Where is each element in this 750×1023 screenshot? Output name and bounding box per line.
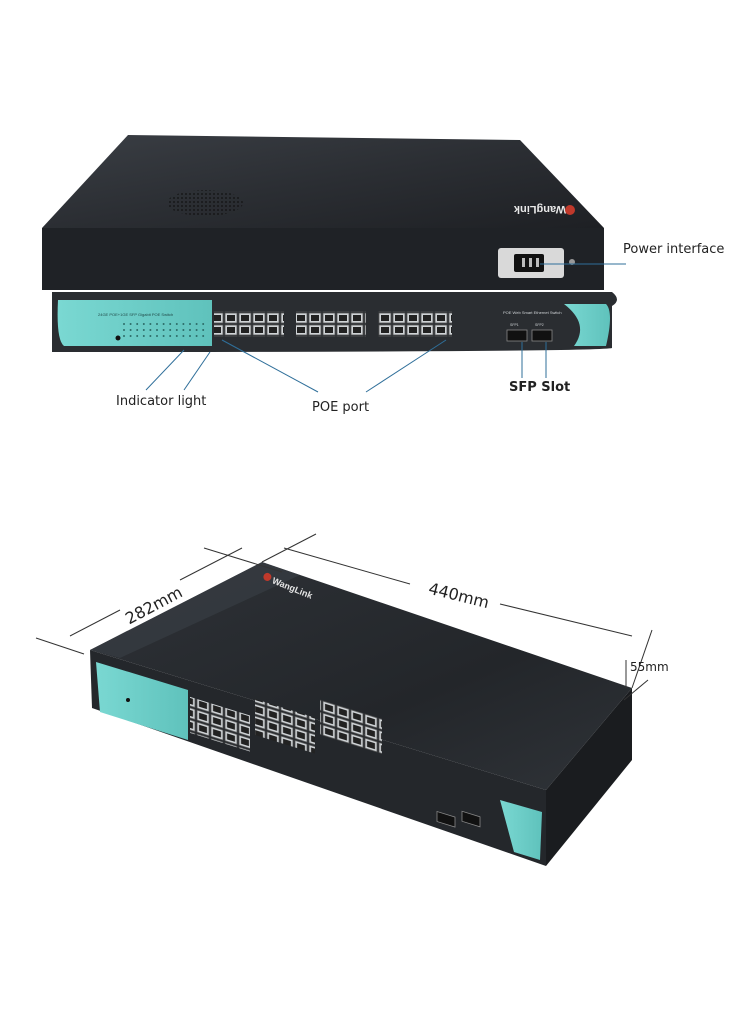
indicator-light-label: Indicator light [116,394,206,409]
vent-grille [167,190,243,216]
indicator-led [142,335,145,337]
indicator-led [202,329,205,331]
dimension-lines [35,533,653,701]
poe-port-group-3 [378,311,452,337]
indicator-led [142,323,145,325]
indicator-callout-line-1 [145,349,185,391]
poe-ports-angled-1 [190,696,250,752]
poe-callout-line-1 [221,339,319,393]
sfp-slot-angled-1 [436,810,456,828]
indicator-led [189,335,191,337]
indicator-led [202,323,205,325]
panel-switch-label: POE Web Smart Ethernet Switch [503,310,562,315]
indicator-led [195,329,198,331]
chassis-lid [90,562,632,790]
power-interface-label: Power interface [623,242,724,257]
indicator-led [136,323,139,325]
svg-text:WangLink: WangLink [513,203,566,215]
indicator-led [136,335,139,337]
indicator-led [123,329,125,331]
indicator-led [169,329,172,331]
sfp-slot-angled-2 [461,810,481,828]
poe-port-label: POE port [312,400,369,415]
indicator-led [149,335,152,337]
indicator-led [195,323,198,325]
indicator-led [169,323,172,325]
indicator-led [142,329,145,331]
indicator-leds [123,323,205,337]
panel-teal-right-angled [500,800,542,860]
indicator-led [129,323,132,325]
indicator-led [149,329,152,331]
indicator-led [156,323,158,325]
indicator-led [123,335,125,337]
poe-port-group-2 [296,311,366,337]
indicator-led [175,329,178,331]
chassis-right-side [546,688,632,866]
panel-model-label: 24GE POE+1GE SFP Gigabit POE Switch [98,312,173,317]
indicator-led [182,329,185,331]
switch-angled-view: WangLink [90,562,632,866]
brand-logo-top: WangLink [513,203,575,215]
indicator-led [149,323,152,325]
poe-ports-angled-2 [255,699,315,754]
panel-teal-left-angled [96,662,188,740]
indicator-led [189,329,191,331]
indicator-led [182,323,185,325]
indicator-led [202,335,205,337]
sfp2-label: SFP2 [535,323,544,327]
width-dimension-label: 440mm [427,579,491,612]
indicator-led [162,323,165,325]
indicator-led [136,329,139,331]
poe-callout-line-2 [365,339,447,393]
indicator-led [162,329,165,331]
sfp-slot-1 [506,329,528,342]
reset-button [115,335,121,341]
indicator-led [129,329,132,331]
panel-teal-left [57,300,212,346]
indicator-led [169,335,172,337]
sfp-slot-label: SFP Slot [509,380,570,395]
sfp-slot-2 [531,329,553,342]
indicator-led [175,335,178,337]
sfp1-label: SFP1 [510,323,519,327]
callout-lines [145,263,626,393]
switch-rear-view: WangLink [42,135,604,290]
poe-ports-angled-3 [320,699,382,755]
indicator-led [175,323,178,325]
switch-front-view: 24GE POE+1GE SFP Gigabit POE Switch POE … [52,292,617,352]
indicator-led [129,335,132,337]
indicator-led [195,335,198,337]
indicator-led [156,329,158,331]
panel-teal-right [564,304,610,346]
poe-port-group-1 [214,311,284,337]
height-dimension-label: 55mm [630,660,669,674]
indicator-led [123,323,125,325]
indicator-callout-line-2 [183,351,211,391]
indicator-led [156,335,158,337]
reset-button-angled [126,698,130,702]
indicator-led [189,323,191,325]
indicator-led [162,335,165,337]
indicator-led [182,335,185,337]
